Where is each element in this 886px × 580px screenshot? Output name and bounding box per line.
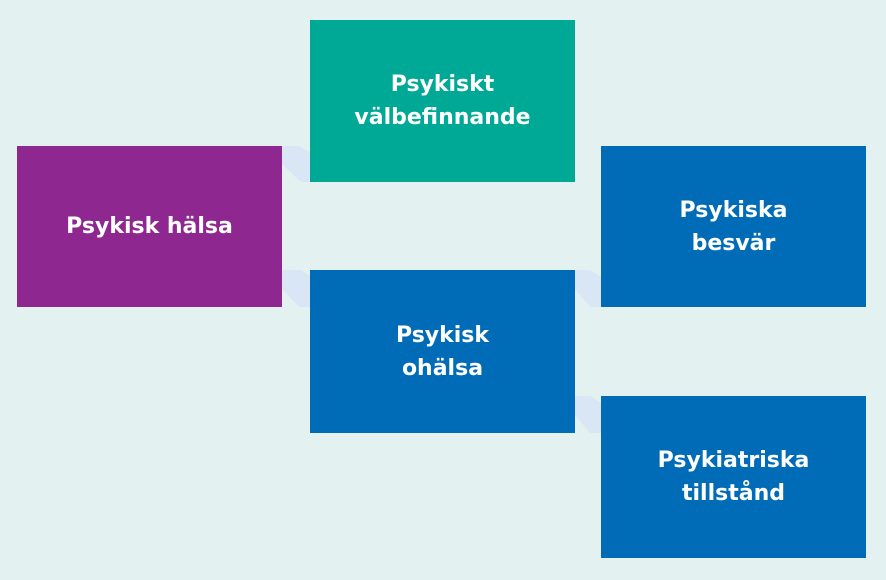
node-label-line: Psykisk: [395, 322, 490, 348]
node-label-line: ohälsa: [401, 355, 484, 381]
node-psykiatriska-tillstand: Psykiatriska tillstånd: [601, 396, 866, 558]
node-label-line: Psykiskt: [390, 72, 495, 97]
node-psykiska-besvar: Psykiska besvär: [601, 146, 866, 307]
node-label-line: tillstånd: [681, 481, 785, 506]
node-label-line: besvär: [691, 230, 776, 256]
node-label-line: Psykisk hälsa: [66, 214, 233, 239]
node-psykisk-ohalsa: Psykisk ohälsa: [310, 270, 575, 433]
node-psykiskt-valbefinnande: Psykiskt välbefinnande: [310, 20, 575, 182]
node-psykisk-halsa: Psykisk hälsa: [17, 146, 282, 307]
node-label-line: Psykiska: [679, 197, 788, 223]
node-label-line: Psykiatriska: [657, 448, 810, 473]
node-label-line: välbefinnande: [354, 105, 531, 130]
